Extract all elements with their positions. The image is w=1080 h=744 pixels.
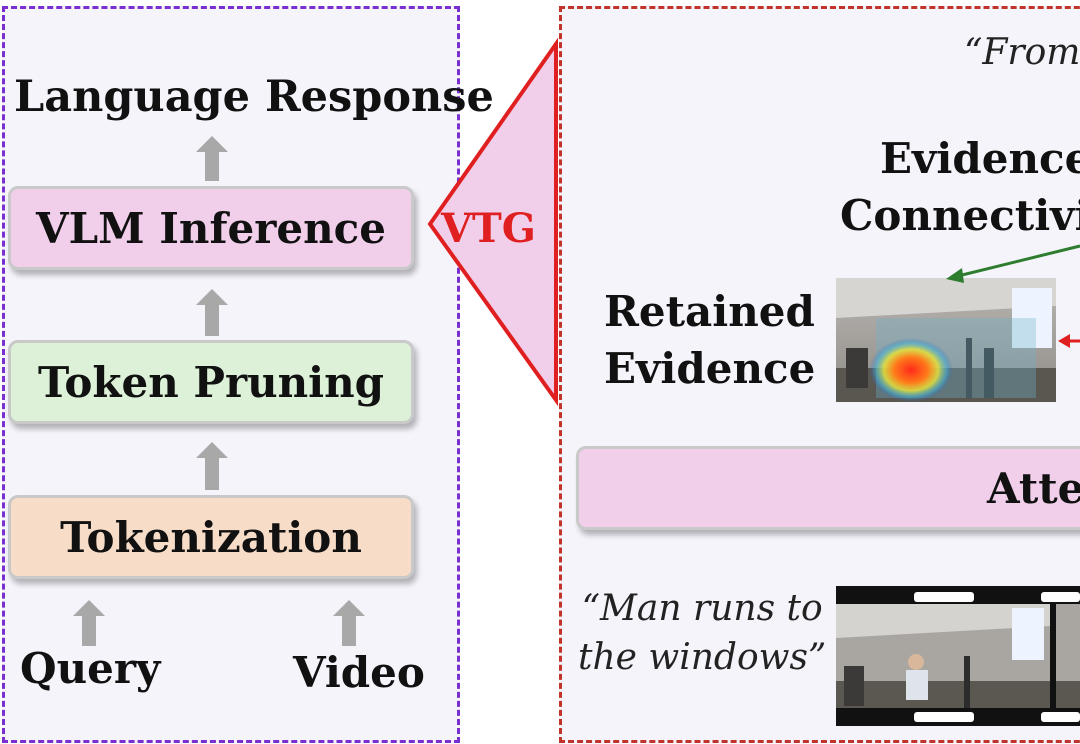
- token-pruning-label: Token Pruning: [37, 357, 385, 407]
- tokenization-label: Tokenization: [60, 512, 362, 562]
- video-frame-2: [1056, 604, 1080, 708]
- arrow-up-icon: [196, 442, 228, 490]
- arrow-red-icon: [1058, 334, 1070, 348]
- query-quote-line-2: the windows”: [578, 637, 827, 678]
- evidence-line-2: Evidence: [604, 344, 816, 393]
- retained-evidence-image: [836, 278, 1056, 402]
- token-pruning-box: Token Pruning: [8, 340, 414, 424]
- language-response-label: Language Response: [14, 72, 494, 122]
- query-quote-line-1: “Man runs to: [581, 588, 823, 629]
- attention-box: Atter: [576, 446, 1080, 530]
- tokenization-box: Tokenization: [8, 495, 414, 579]
- arrow-up-icon: [333, 600, 365, 646]
- arrow-green-icon: [946, 268, 964, 283]
- vlm-inference-label: VLM Inference: [36, 203, 386, 253]
- vtg-label: VTG: [441, 205, 536, 252]
- video-label: Video: [293, 648, 425, 697]
- query-quote: “Man runs to the windows”: [578, 584, 826, 682]
- arrow-up-icon: [196, 289, 228, 336]
- retained-line: Retained: [604, 287, 815, 336]
- connectivity-line: Connectivit: [840, 191, 1080, 240]
- attention-label: Atter: [987, 463, 1080, 513]
- arrow-up-icon: [73, 600, 105, 646]
- query-label: Query: [20, 644, 161, 693]
- evidence-connectivity-label: Evidence Connectivit: [840, 130, 1080, 244]
- evidence-line: Evidence: [880, 134, 1080, 183]
- video-frames-strip: [836, 586, 1080, 726]
- vlm-inference-box: VLM Inference: [8, 186, 414, 270]
- video-frame-1: [836, 604, 1050, 708]
- retained-evidence-label: Retained Evidence: [604, 283, 816, 397]
- top-quote: “From: [964, 32, 1080, 73]
- arrow-up-icon: [196, 136, 228, 181]
